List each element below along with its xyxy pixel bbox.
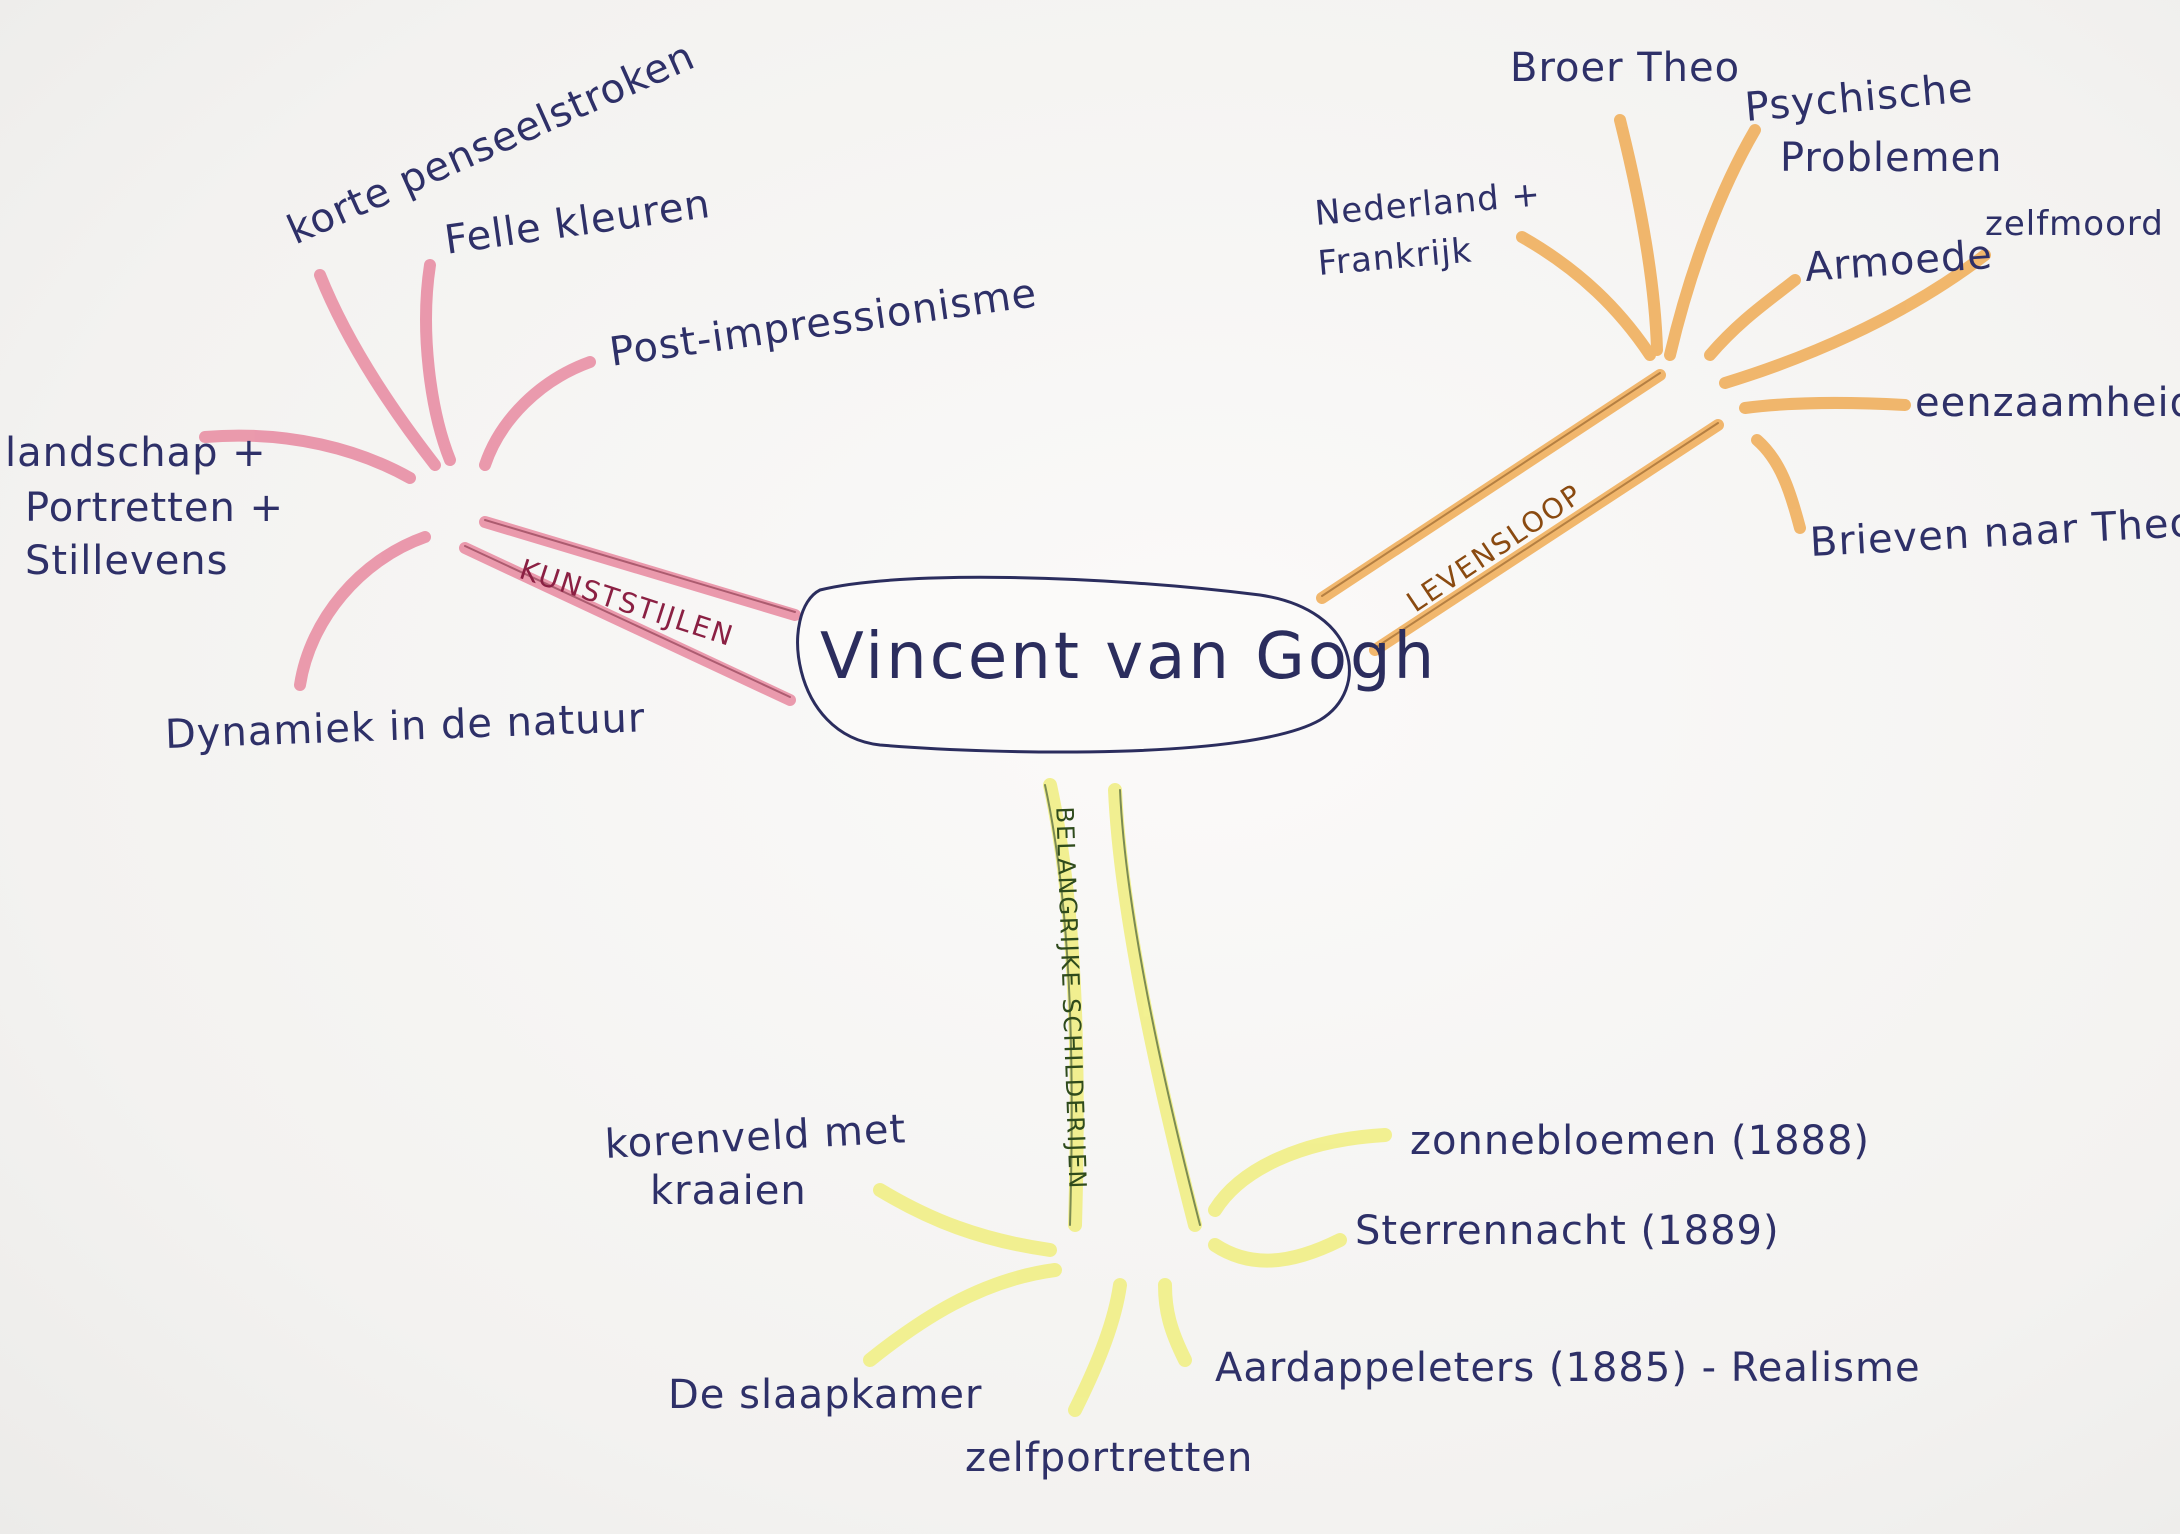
leaf-landschap-line3: Stillevens <box>25 538 229 584</box>
schilderijen-spoke-korenveld <box>873 1183 1057 1257</box>
schilderijen-main-trunk-right <box>1108 783 1202 1232</box>
levensloop-highlights <box>1316 114 1991 656</box>
leaf-landschap-line2: Portretten + <box>25 485 285 531</box>
levensloop-spoke-broer <box>1614 114 1663 356</box>
levensloop-spoke-brieven <box>1751 434 1806 534</box>
central-node-label: Vincent van Gogh <box>820 620 1438 694</box>
kunststijlen-main-line-bottom <box>459 542 796 706</box>
leaf-sterrennacht: Sterrennacht (1889) <box>1355 1208 1780 1254</box>
kunststijlen-spoke-dynamiek <box>294 531 431 691</box>
leaf-psychische-line2: Problemen <box>1780 135 2003 181</box>
levensloop-spoke-zelfmoord <box>1719 249 1991 389</box>
kunststijlen-spoke-korte <box>314 269 441 471</box>
leaf-landschap-line1: landschap + <box>5 430 267 476</box>
leaf-korenveld-line2: kraaien <box>650 1168 807 1214</box>
levensloop-main-line-top <box>1316 369 1666 604</box>
kunststijlen-spoke-felle <box>420 259 456 466</box>
schilderijen-highlights <box>863 778 1392 1417</box>
levensloop-spoke-armoede <box>1704 274 1801 361</box>
schilderijen-spoke-zonnebloemen <box>1208 1128 1392 1217</box>
leaf-zonnebloemen: zonnebloemen (1888) <box>1410 1118 1871 1164</box>
schilderijen-ink <box>1044 784 1201 1226</box>
schilderijen-spoke-zelfportretten <box>1068 1278 1127 1417</box>
kunststijlen-main-line-top <box>479 516 801 621</box>
schilderijen-spoke-sterrennacht <box>1208 1233 1347 1268</box>
schilderijen-spoke-aardappeleters <box>1158 1278 1192 1367</box>
kunststijlen-ink <box>464 519 796 698</box>
levensloop-main-line-bottom <box>1369 419 1724 656</box>
leaf-zelfmoord: zelfmoord <box>1985 204 2164 244</box>
leaf-slaapkamer: De slaapkamer <box>668 1372 983 1418</box>
levensloop-spoke-psychische <box>1664 124 1761 361</box>
levensloop-spoke-nederland <box>1516 231 1656 361</box>
schilderijen-spoke-slaapkamer <box>863 1263 1062 1367</box>
schilderijen-main-trunk <box>1043 778 1084 1232</box>
kunststijlen-spoke-post <box>479 356 596 471</box>
levensloop-ink <box>1321 372 1719 649</box>
leaf-zelfportretten: zelfportretten <box>965 1435 1254 1481</box>
kunststijlen-spoke-landschap <box>199 429 416 484</box>
leaf-broer-theo: Broer Theo <box>1510 45 1741 91</box>
levensloop-spoke-eenzaamheid <box>1739 397 1911 414</box>
kunststijlen-highlights <box>199 259 801 706</box>
leaf-aardappeleters: Aardappeleters (1885) - Realisme <box>1215 1345 1921 1391</box>
central-oval <box>796 575 1351 754</box>
leaf-eenzaamheid: eenzaamheid <box>1915 380 2180 426</box>
